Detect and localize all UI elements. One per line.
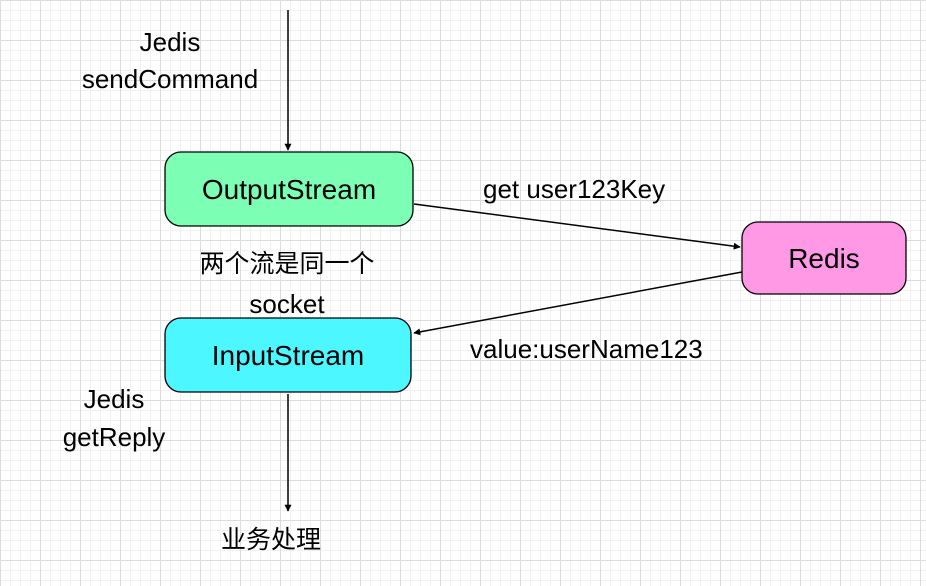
- output-stream-node: OutputStream: [164, 151, 414, 227]
- get-reply-label-line1: Jedis: [84, 384, 145, 414]
- input-stream-node: InputStream: [164, 317, 412, 393]
- edge-redis-to-input: [413, 271, 743, 336]
- edge-output-to-redis: [413, 203, 741, 250]
- same-socket-label-line1: 两个流是同一个: [199, 249, 374, 278]
- output-stream-label: OutputStream: [202, 174, 376, 205]
- same-socket-label-line2: socket: [249, 289, 325, 319]
- response-label: value:userName123: [470, 334, 703, 364]
- get-reply-label-line2: getReply: [63, 422, 166, 452]
- processing-label: 业务处理: [221, 525, 321, 554]
- send-command-label-line2: sendCommand: [82, 64, 258, 94]
- redis-label: Redis: [788, 243, 860, 274]
- request-label: get user123Key: [483, 174, 665, 204]
- send-command-label-line1: Jedis: [140, 27, 201, 57]
- redis-node: Redis: [741, 221, 907, 295]
- input-stream-label: InputStream: [212, 340, 365, 371]
